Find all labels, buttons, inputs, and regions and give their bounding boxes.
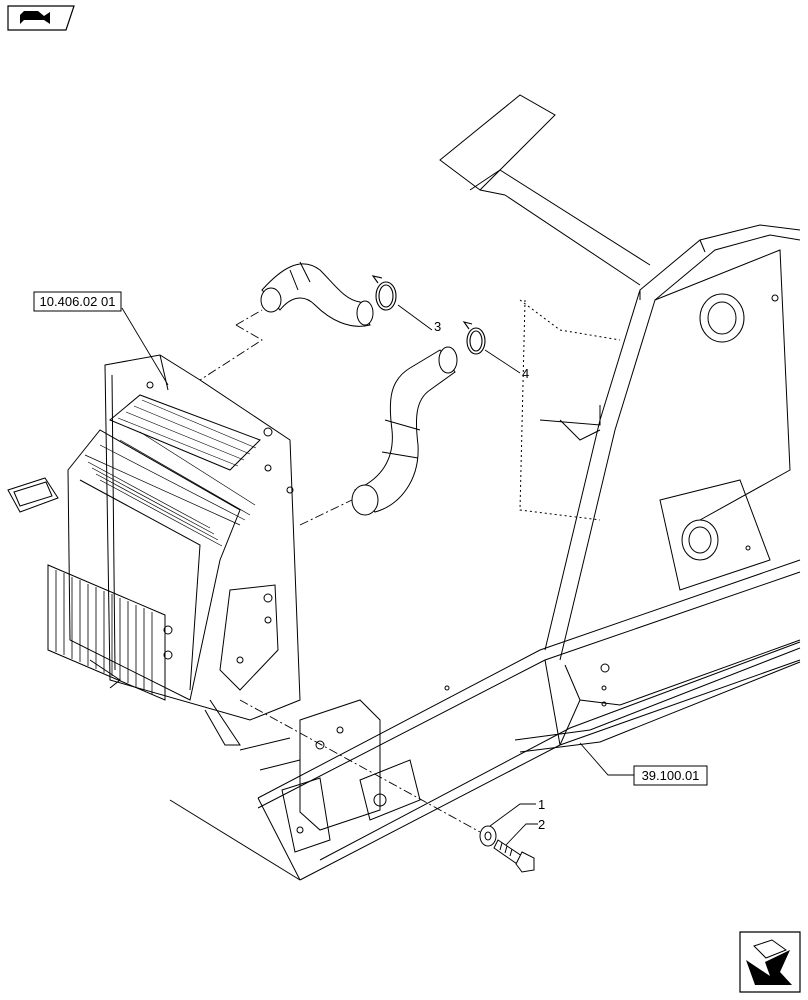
hose-clamp-3 <box>371 275 397 311</box>
callout-1: 1 <box>538 797 545 812</box>
reference-box-frame[interactable]: 39.100.01 <box>633 765 708 786</box>
callout-3: 3 <box>434 319 441 334</box>
next-page-arrow-icon[interactable] <box>739 931 801 993</box>
lower-hose <box>351 346 458 516</box>
radiator-assembly <box>7 354 301 746</box>
center-lines <box>199 309 481 833</box>
bolt <box>493 839 535 873</box>
callout-2: 2 <box>538 817 545 832</box>
washer <box>479 825 497 847</box>
reference-label-radiator: 10.406.02 01 <box>40 294 116 309</box>
reference-label-frame: 39.100.01 <box>642 768 700 783</box>
frame-assembly <box>169 94 801 881</box>
book-arrow-icon[interactable] <box>7 5 75 31</box>
callout-4: 4 <box>522 366 529 381</box>
upper-hose <box>260 261 374 327</box>
leader-lines <box>121 304 634 846</box>
hose-clamp-4 <box>462 321 486 355</box>
reference-box-radiator[interactable]: 10.406.02 01 <box>33 291 122 312</box>
